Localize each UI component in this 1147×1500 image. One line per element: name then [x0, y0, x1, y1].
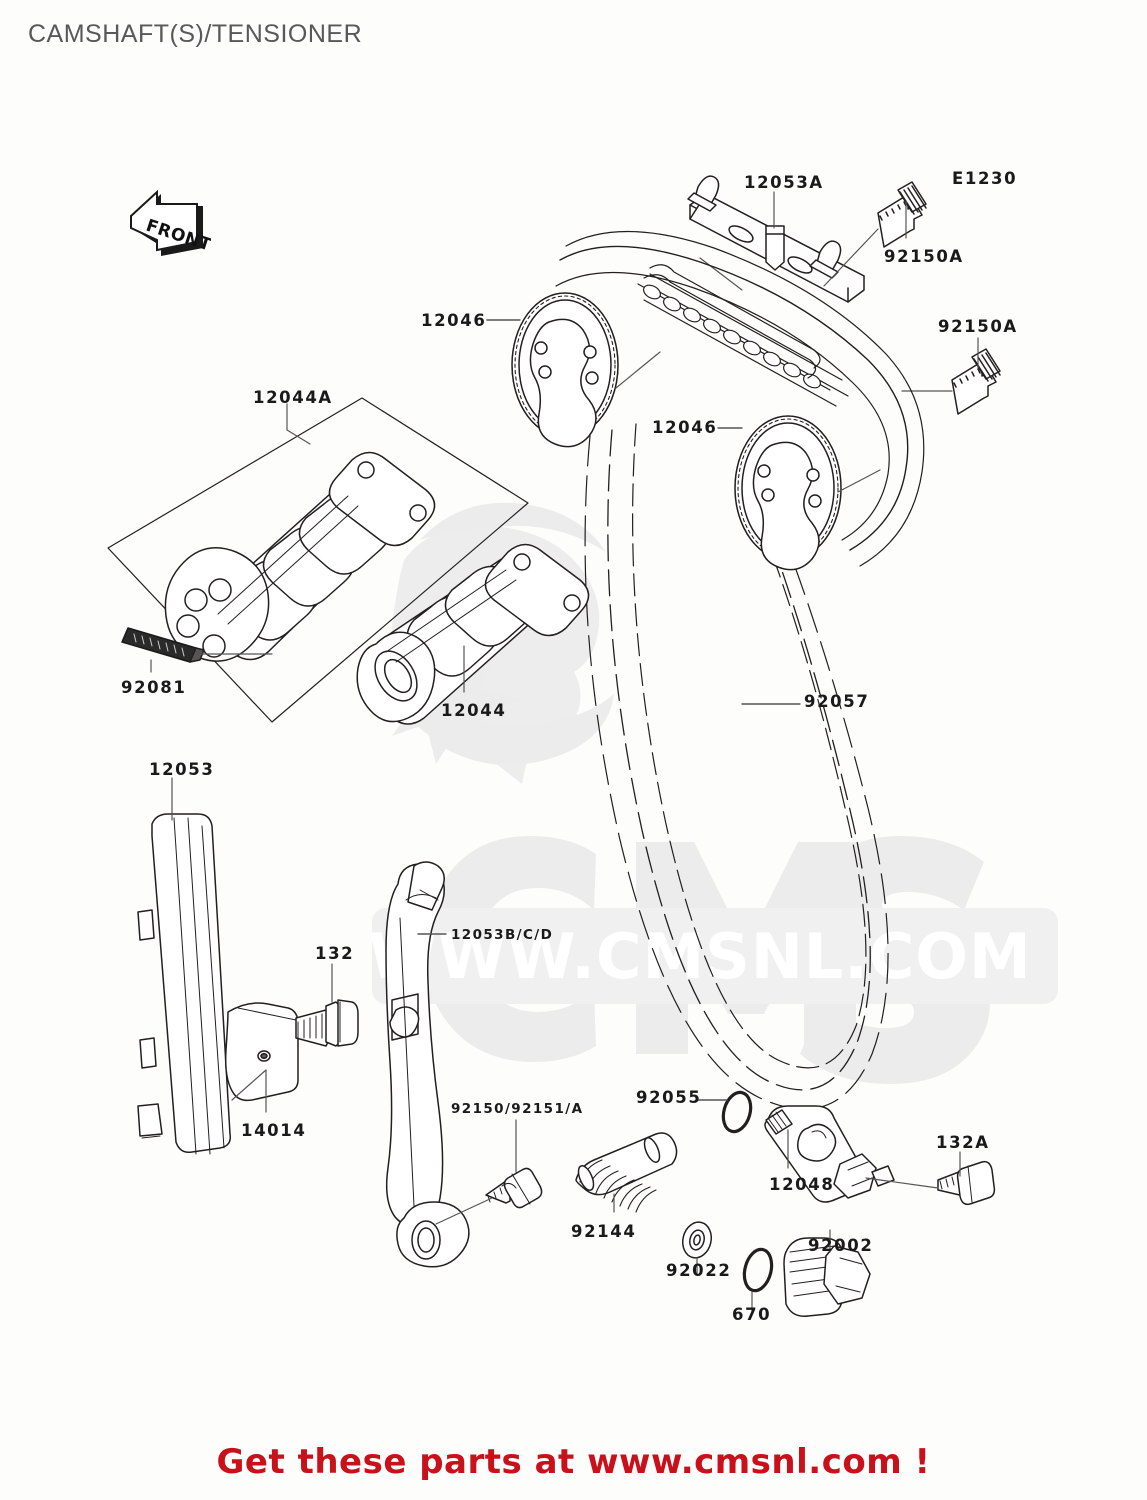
part-camshaft-assembly-box [107, 397, 529, 723]
part-bolt-upper [877, 181, 927, 248]
part-camshaft-sprocket-left [511, 292, 619, 448]
callout-camshaft-sprocket-right: 12046 [652, 418, 718, 437]
callout-bolt-right: 92150A [938, 317, 1018, 336]
part-o-ring-92055 [721, 1090, 753, 1134]
callout-camshaft-sprocket-left: 12046 [421, 311, 487, 330]
callout-spring: 92144 [571, 1222, 637, 1241]
callout-chain-guide-tensioner: 12053B/C/D [451, 927, 554, 943]
callout-bolt-132a: 132A [936, 1133, 990, 1152]
callout-camshaft-exhaust: 12044 [441, 701, 507, 720]
callout-o-ring-670: 670 [732, 1305, 772, 1324]
part-bolt-132a [937, 1160, 996, 1206]
part-washer [681, 1221, 713, 1259]
part-bolt-132 [295, 999, 359, 1047]
callout-bolt-132: 132 [315, 944, 355, 963]
part-plate [224, 1002, 299, 1102]
part-camshaft-exhaust [356, 543, 590, 725]
part-o-ring-670 [742, 1247, 774, 1293]
callout-spring-pin: 92081 [121, 678, 187, 697]
callout-bolt-collared: 92150/92151/A [451, 1101, 584, 1117]
callout-camshaft-assembly: 12044A [253, 388, 333, 407]
callout-washer: 92022 [666, 1261, 732, 1280]
watermark: WWW.CMSNL.COM [368, 502, 1058, 1084]
callout-chain-guide-upper: 12053A [744, 173, 824, 192]
page-title: CAMSHAFT(S)/TENSIONER [28, 20, 363, 48]
callout-bolt-upper: 92150A [884, 247, 964, 266]
part-chain-guide [137, 813, 232, 1155]
callout-cam-chain: 92057 [804, 692, 870, 711]
callout-chain-guide: 12053 [149, 760, 215, 779]
part-spring [575, 1132, 678, 1213]
part-camshaft-sprocket-right [734, 415, 842, 571]
part-bolt-right [951, 348, 1001, 415]
callout-o-ring-92055: 92055 [636, 1088, 702, 1107]
callout-figure-code: E1230 [952, 169, 1018, 188]
part-spring-pin [121, 627, 205, 663]
part-cam-chain [555, 230, 925, 1110]
part-bolt-plug [783, 1237, 871, 1317]
part-chain-guide-tensioner [385, 861, 470, 1268]
footer-promo-text: Get these parts at www.cmsnl.com ! [216, 1442, 931, 1482]
callout-bolt-plug: 92002 [808, 1236, 874, 1255]
front-arrow-badge: FRONT [130, 189, 211, 256]
callout-chain-tensioner: 12048 [769, 1175, 835, 1194]
part-camshaft-intake [164, 451, 436, 662]
part-chain-guide-upper [687, 175, 865, 303]
callout-plate: 14014 [241, 1121, 307, 1140]
part-bolt-collared [485, 1167, 543, 1209]
svg-text:WWW.CMSNL.COM: WWW.CMSNL.COM [368, 920, 1031, 993]
